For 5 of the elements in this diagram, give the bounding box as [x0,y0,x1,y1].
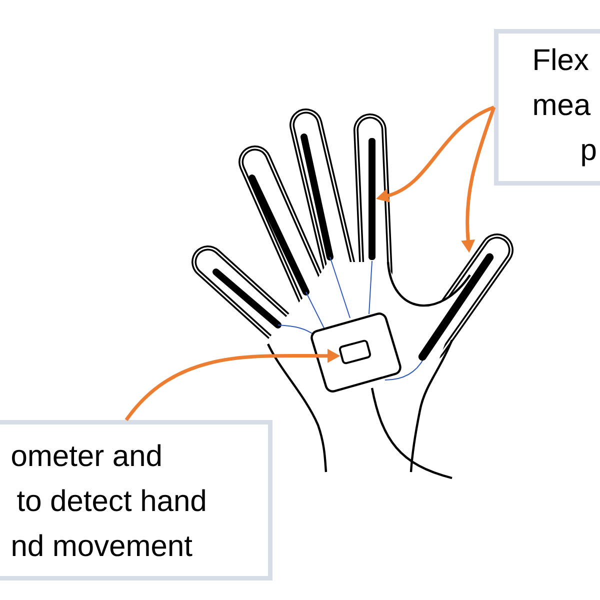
callout-box: Flex mea p [494,29,600,186]
sensor-chip [338,340,372,364]
sensor-bar [368,138,376,260]
callout-box: ometer and to detect hand nd movement [0,420,272,580]
sensor-bar [418,253,494,361]
